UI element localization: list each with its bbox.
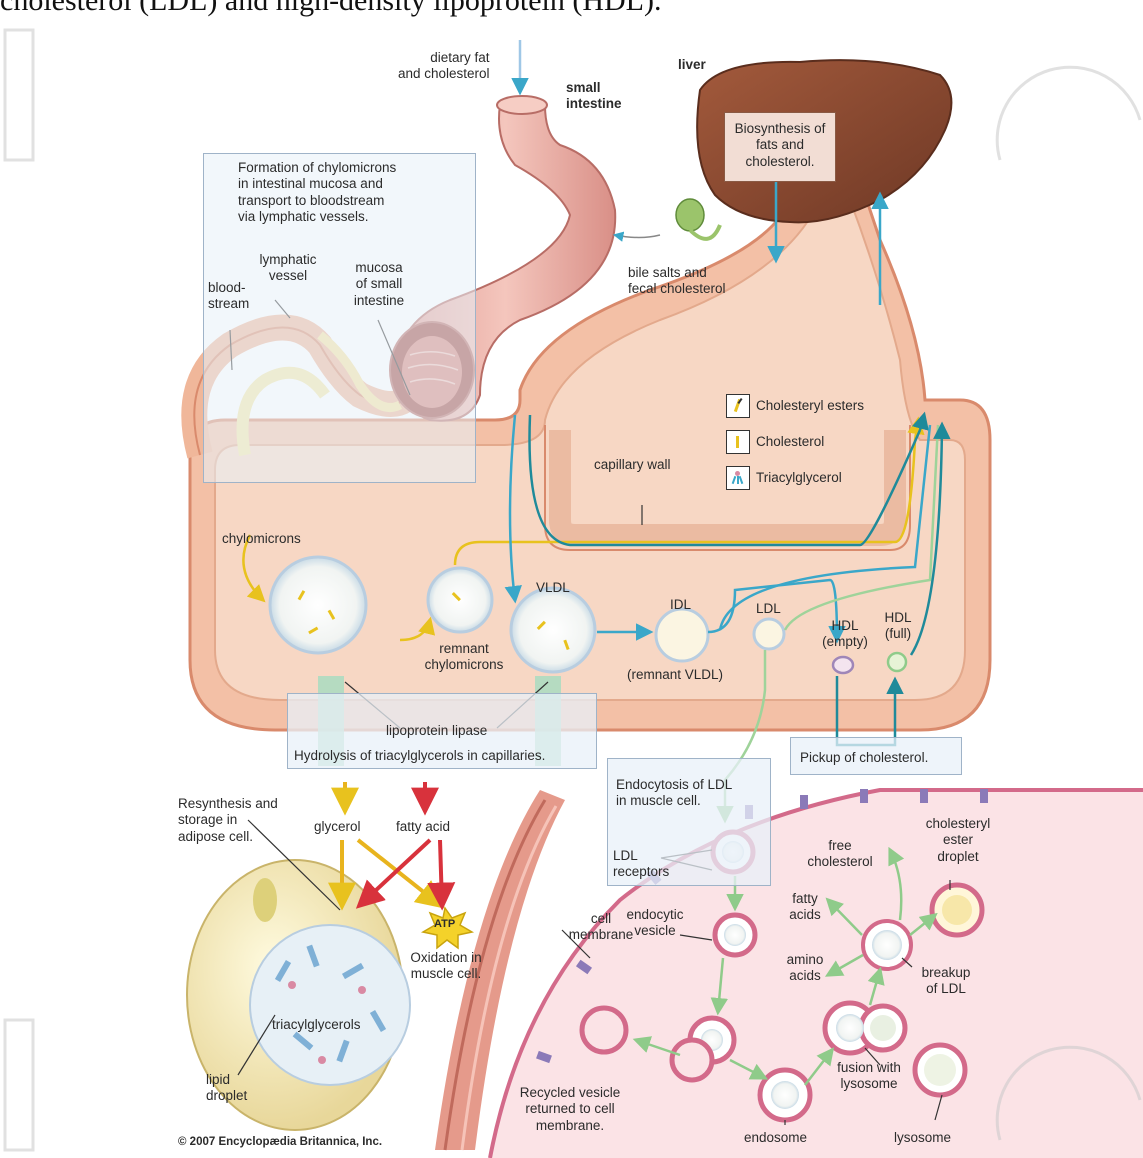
label-vldl: VLDL	[536, 580, 570, 596]
legend-label: Triacylglycerol	[756, 470, 842, 486]
legend-item-cholesterol: Cholesterol	[726, 428, 864, 456]
label-pickup: Pickup of cholesterol.	[800, 750, 928, 766]
label-remnant-chylomicrons: remnant chylomicrons	[412, 641, 516, 674]
label-cholesteryl-ester-droplet: cholesteryl ester droplet	[918, 816, 998, 865]
label-chylomicrons: chylomicrons	[222, 531, 301, 547]
legend-item-cholesteryl-esters: Cholesteryl esters	[726, 392, 864, 420]
label-mucosa: mucosa of small intestine	[340, 260, 418, 309]
label-breakup-ldl: breakup of LDL	[906, 965, 986, 998]
triacylglycerol-icon	[726, 466, 750, 490]
label-fatty-acid: fatty acid	[396, 819, 450, 835]
label-free-cholesterol: free cholesterol	[796, 838, 884, 871]
label-liver: liver	[678, 57, 706, 73]
label-remnant-vldl: (remnant VLDL)	[627, 667, 723, 683]
label-recycled-vesicle: Recycled vesicle returned to cell membra…	[508, 1085, 632, 1134]
label-ldl-receptors: LDL receptors	[613, 848, 669, 881]
label-fatty-acids: fatty acids	[780, 891, 830, 924]
legend-item-triacylglycerol: Triacylglycerol	[726, 464, 864, 492]
label-lipid-droplet: lipid droplet	[206, 1072, 247, 1105]
legend-label: Cholesterol	[756, 434, 824, 450]
label-hdl-full: HDL (full)	[876, 610, 920, 643]
label-amino-acids: amino acids	[780, 952, 830, 985]
legend: Cholesteryl esters Cholesterol Triacylgl…	[726, 392, 864, 492]
label-atp: ATP	[434, 918, 455, 931]
label-biosynthesis: Biosynthesis of fats and cholesterol.	[730, 121, 830, 170]
label-capillary-wall: capillary wall	[594, 457, 671, 473]
copyright-notice: © 2007 Encyclopædia Britannica, Inc.	[178, 1135, 382, 1149]
label-idl: IDL	[670, 597, 691, 613]
label-lipoprotein-lipase: lipoprotein lipase	[386, 723, 487, 739]
label-chylomicron-formation: Formation of chylomicrons in intestinal …	[238, 160, 396, 226]
label-hdl-empty: HDL (empty)	[815, 618, 875, 651]
label-dietary-fat: dietary fat and cholesterol	[398, 50, 490, 83]
cholesteryl-ester-icon	[726, 394, 750, 418]
cholesterol-icon	[726, 430, 750, 454]
label-fusion-lysosome: fusion with lysosome	[820, 1060, 918, 1093]
label-ldl: LDL	[756, 601, 781, 617]
label-hydrolysis: Hydrolysis of triacylglycerols in capill…	[294, 748, 545, 764]
label-bile-salts: bile salts and fecal cholesterol	[628, 265, 726, 298]
label-lysosome: lysosome	[894, 1130, 951, 1146]
label-small-intestine: small intestine	[566, 80, 622, 113]
label-bloodstream: blood- stream	[208, 280, 249, 313]
label-endocytic-vesicle: endocytic vesicle	[619, 907, 691, 940]
label-endosome: endosome	[744, 1130, 807, 1146]
label-triacylglycerols: triacylglycerols	[272, 1017, 361, 1033]
legend-label: Cholesteryl esters	[756, 398, 864, 414]
label-lymphatic-vessel: lymphatic vessel	[252, 252, 324, 285]
label-oxidation: Oxidation in muscle cell.	[390, 950, 502, 983]
label-endocytosis: Endocytosis of LDL in muscle cell.	[616, 777, 732, 810]
label-resynthesis: Resynthesis and storage in adipose cell.	[178, 796, 278, 845]
label-glycerol: glycerol	[314, 819, 361, 835]
